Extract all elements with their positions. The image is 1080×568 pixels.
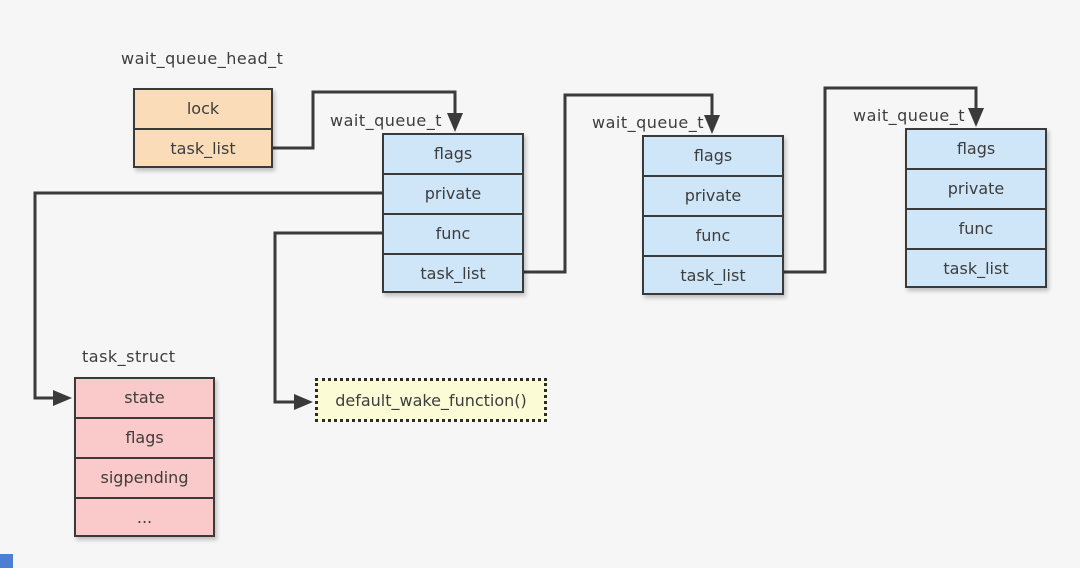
field-flags: flags — [76, 417, 213, 457]
field-task-list: task_list — [135, 128, 271, 168]
corner-blue-square — [0, 554, 13, 568]
wait-queue-2-box: flags private func task_list — [642, 135, 784, 295]
wait-queue-1-label: wait_queue_t — [330, 111, 443, 130]
field-private: private — [384, 173, 522, 213]
field-task-list: task_list — [384, 253, 522, 293]
field-sigpending: sigpending — [76, 457, 213, 497]
wait-queue-1-box: flags private func task_list — [382, 133, 524, 293]
default-wake-function-label: default_wake_function() — [335, 390, 527, 410]
field-task-list: task_list — [644, 255, 782, 295]
connector-wq2-to-wq3 — [784, 86, 978, 274]
task-struct-box: state flags sigpending ... — [74, 377, 215, 537]
field-flags: flags — [693, 146, 733, 165]
wait-queue-3-box: flags private func task_list — [905, 128, 1047, 288]
default-wake-function-box: default_wake_function() — [315, 378, 547, 422]
field-task-list: task_list — [907, 248, 1045, 288]
connector-head-to-wq1 — [273, 90, 457, 150]
field-private: private — [644, 175, 782, 215]
wait-queue-3-label: wait_queue_t — [853, 106, 966, 125]
field-func: func — [644, 215, 782, 255]
wait-queue-head-label: wait_queue_head_t — [121, 49, 284, 68]
field-private: private — [907, 168, 1045, 208]
field-state: state — [124, 388, 165, 407]
arrowhead-down-wq1-icon — [447, 113, 463, 132]
wait-queue-2-label: wait_queue_t — [592, 113, 705, 132]
field-func: func — [384, 213, 522, 253]
arrowhead-right-taskstruct-icon — [53, 390, 72, 406]
field-ellipsis: ... — [76, 497, 213, 537]
connector-private-to-taskstruct — [33, 191, 382, 400]
field-flags: flags — [433, 144, 473, 163]
connector-wq1-to-wq2 — [524, 93, 714, 274]
field-lock: lock — [186, 99, 220, 118]
arrowhead-down-wq2-icon — [704, 115, 720, 134]
field-func: func — [907, 208, 1045, 248]
wait-queue-head-box: lock task_list — [133, 88, 273, 168]
arrowhead-down-wq3-icon — [968, 108, 984, 127]
field-flags: flags — [956, 139, 996, 158]
connector-func-to-wakefunction — [273, 231, 382, 404]
task-struct-label: task_struct — [82, 347, 176, 366]
arrowhead-right-wakefunction-icon — [294, 394, 313, 410]
